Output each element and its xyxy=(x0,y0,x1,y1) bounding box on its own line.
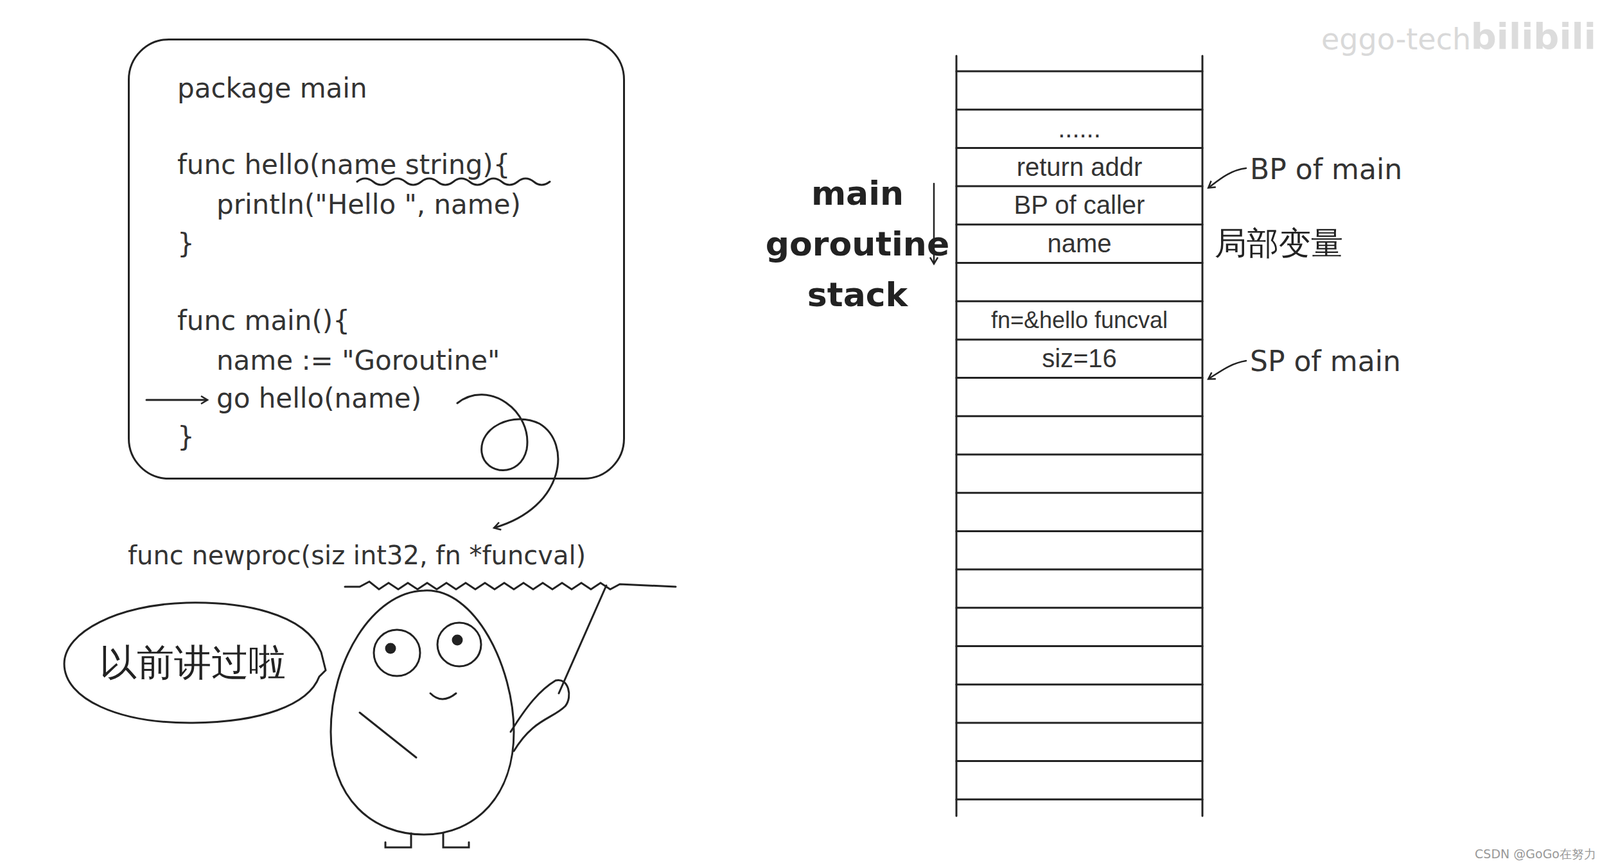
stack-row-line xyxy=(956,300,1203,303)
stack-row-line xyxy=(956,262,1203,264)
stack-rows xyxy=(956,71,1203,800)
code-line: go hello(name) xyxy=(216,380,422,417)
stack-row-line xyxy=(956,606,1203,609)
stack-row-line xyxy=(956,684,1203,686)
code-line: func main(){ xyxy=(177,303,351,340)
stack-row-line xyxy=(956,454,1203,457)
note-label: 局部变量 xyxy=(1214,222,1344,266)
stack-row-line xyxy=(956,338,1203,341)
pointer-arrow xyxy=(146,399,207,402)
cell-text: fn=&hello funcval xyxy=(991,307,1168,335)
stack-cell: ...... xyxy=(958,111,1201,148)
stack-row-line xyxy=(956,185,1203,188)
code-line: func hello(name string){ xyxy=(177,147,510,184)
stack-cell: return addr xyxy=(958,149,1201,185)
watermark: bilibili xyxy=(1470,15,1597,58)
zigzag-underline xyxy=(344,581,676,590)
stack-title: main goroutine stack xyxy=(754,168,961,321)
cell-text: ...... xyxy=(1057,114,1101,144)
egg-eye xyxy=(437,623,482,667)
egg-eye xyxy=(373,630,421,677)
stack-row-line xyxy=(956,569,1203,572)
code-line: package main xyxy=(177,70,368,107)
stack-cell: siz=16 xyxy=(958,341,1201,378)
speech-bubble: 以前讲过啦 xyxy=(61,599,325,727)
egg-foot xyxy=(443,833,469,848)
egg-smile xyxy=(430,693,457,700)
code-box: package main func hello(name string){prin… xyxy=(127,38,625,480)
leader-arrow xyxy=(1208,360,1247,379)
stack-cell: fn=&hello funcval xyxy=(958,302,1201,339)
stack-cell: BP of caller xyxy=(958,187,1201,224)
watermark: eggo-tech xyxy=(1321,21,1471,57)
stack-row-line xyxy=(956,223,1203,226)
stack-row-line xyxy=(956,108,1203,111)
stack-row-line xyxy=(956,147,1203,150)
egg-foot xyxy=(385,833,412,848)
cell-text: name xyxy=(1046,229,1112,259)
code-line: println("Hello ", name) xyxy=(216,186,521,223)
stack-row-line xyxy=(956,377,1203,379)
stack-row-line xyxy=(956,760,1203,763)
code-line: } xyxy=(177,226,195,263)
egg-arm xyxy=(359,712,417,758)
cell-text: return addr xyxy=(1016,152,1143,182)
pointer-label: BP of main xyxy=(1249,152,1403,186)
stack-cell: name xyxy=(958,226,1201,263)
stack-row-line xyxy=(956,721,1203,724)
cell-text: BP of caller xyxy=(1014,190,1146,220)
bubble-path xyxy=(64,603,326,724)
stack-row-line xyxy=(956,70,1203,73)
code-line: name := "Goroutine" xyxy=(216,342,500,379)
leader-arrow xyxy=(1208,168,1247,188)
egg-pupil xyxy=(386,644,396,654)
function-signature: func newproc(siz int32, fn *funcval) xyxy=(127,540,586,571)
egg-body xyxy=(330,590,514,836)
cell-text: siz=16 xyxy=(1041,344,1117,374)
stack-row-line xyxy=(956,645,1203,648)
curly-arrow xyxy=(457,395,559,528)
bubble-text: 以前讲过啦 xyxy=(99,638,286,689)
egg-pupil xyxy=(452,635,462,645)
code-line: } xyxy=(177,419,195,456)
stack-row-line xyxy=(956,415,1203,418)
stack-row-line xyxy=(956,492,1203,494)
watermark: CSDN @GoGo在努力 xyxy=(1474,846,1597,864)
stack-row-line xyxy=(956,799,1203,801)
stack-row-line xyxy=(956,530,1203,533)
stack-wall xyxy=(956,55,1203,817)
pointer-label: SP of main xyxy=(1249,344,1401,378)
pointer-stick xyxy=(558,585,607,694)
